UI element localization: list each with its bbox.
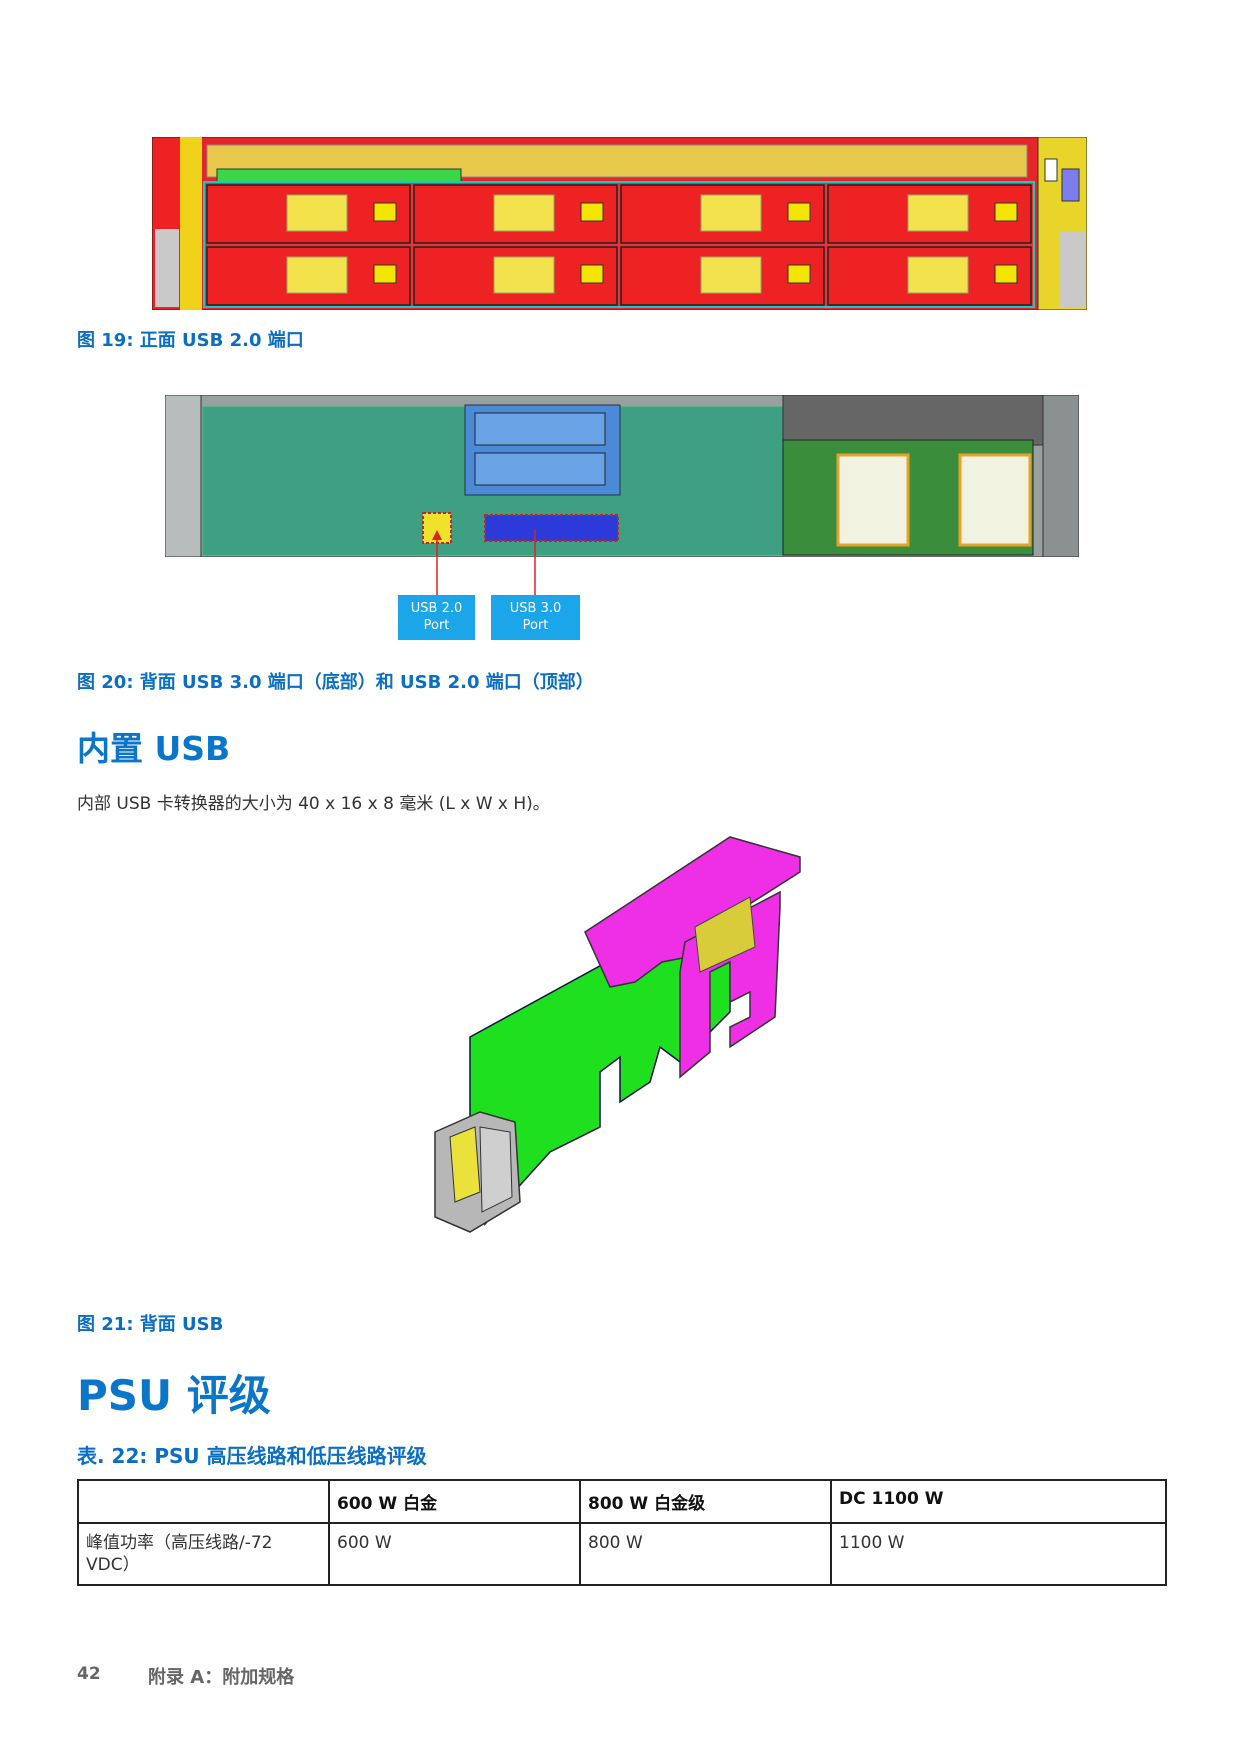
table-cell: 600 W	[328, 1522, 581, 1586]
usb3-port-callout: USB 3.0 Port	[491, 595, 580, 640]
table-header-cell: 600 W 白金	[328, 1479, 581, 1524]
internal-usb-description: 内部 USB 卡转换器的大小为 40 x 16 x 8 毫米 (L x W x …	[77, 794, 550, 814]
rear-panel-figure	[164, 394, 1080, 558]
rear-panel-drawing	[164, 394, 1080, 558]
usb2-port-callout: USB 2.0 Port	[398, 595, 475, 640]
table-header-row: 600 W 白金 800 W 白金级 DC 1100 W	[77, 1479, 1167, 1524]
table-cell: 1100 W	[830, 1522, 1167, 1586]
front-panel-drawing	[151, 136, 1088, 311]
table-cell: 800 W	[579, 1522, 832, 1586]
psu-table-title: 表. 22: PSU 高压线路和低压线路评级	[77, 1444, 427, 1468]
table-cell: 峰值功率（高压线路/-72 VDC）	[77, 1522, 330, 1586]
psu-ratings-heading: PSU 评级	[77, 1371, 271, 1420]
page-number: 42	[77, 1664, 101, 1684]
callout-leader-lines	[432, 530, 536, 595]
usb2-callout-line2: Port	[423, 618, 450, 633]
internal-usb-card-figure	[430, 832, 805, 1287]
usb2-callout-line1: USB 2.0	[410, 601, 463, 616]
figure-21-caption: 图 21: 背面 USB	[77, 1314, 224, 1335]
table-header-cell	[77, 1479, 330, 1524]
psu-ratings-table: 600 W 白金 800 W 白金级 DC 1100 W 峰值功率（高压线路/-…	[77, 1479, 1167, 1586]
internal-usb-heading: 内置 USB	[77, 729, 231, 768]
chapter-title: 附录 A：附加规格	[148, 1667, 295, 1688]
table-header-cell: DC 1100 W	[830, 1479, 1167, 1524]
usb3-callout-line1: USB 3.0	[509, 601, 562, 616]
figure-19-caption: 图 19: 正面 USB 2.0 端口	[77, 330, 304, 351]
table-header-cell: 800 W 白金级	[579, 1479, 832, 1524]
front-panel-figure	[151, 136, 1088, 311]
figure-20-caption: 图 20: 背面 USB 3.0 端口（底部）和 USB 2.0 端口（顶部）	[77, 672, 594, 693]
usb-card-drawing	[434, 836, 801, 1233]
usb3-callout-line2: Port	[522, 618, 549, 633]
table-row: 峰值功率（高压线路/-72 VDC） 600 W 800 W 1100 W	[77, 1522, 1167, 1586]
